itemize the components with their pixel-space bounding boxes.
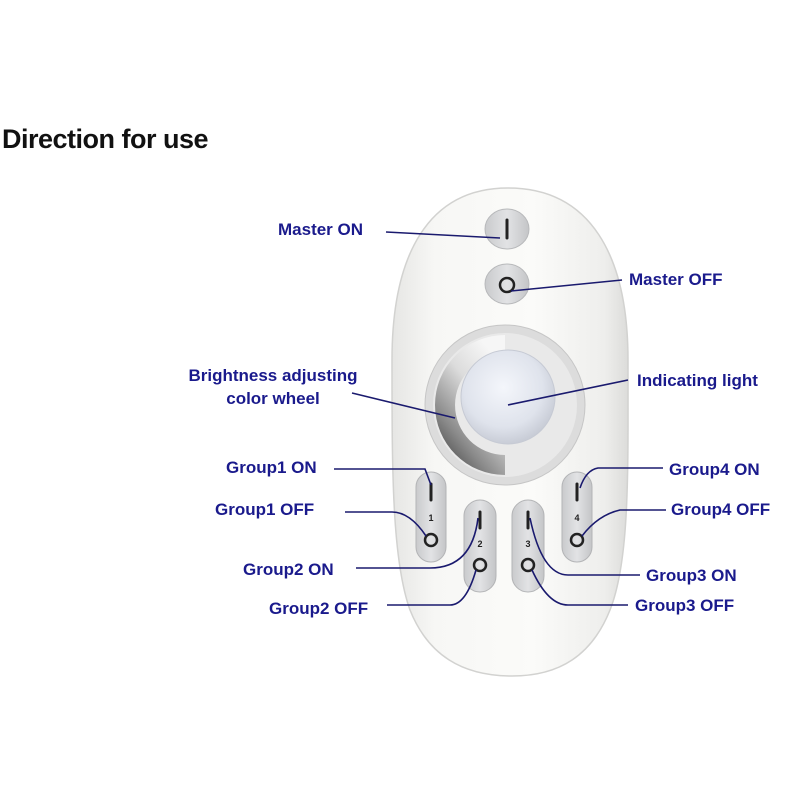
label-group3-on: Group3 ON <box>646 566 737 585</box>
label-brightness: Brightness adjusting color wheel <box>168 366 378 409</box>
label-group1-on: Group1 ON <box>226 458 317 477</box>
leader-brightness <box>351 392 456 419</box>
master-off-button[interactable] <box>484 263 530 305</box>
label-group2-off: Group2 OFF <box>269 599 369 618</box>
leader-group1-on <box>334 468 432 486</box>
leader-lines <box>334 231 666 606</box>
label-indicating-light: Indicating light <box>637 371 758 390</box>
leader-indicating <box>507 379 629 406</box>
label-brightness-line1: Brightness adjusting <box>188 366 358 385</box>
group-number-1: 1 <box>428 513 433 523</box>
group-number-4: 4 <box>574 513 579 523</box>
indicating-light <box>460 349 556 445</box>
label-group4-on: Group4 ON <box>669 460 760 479</box>
label-group1-off: Group1 OFF <box>215 500 315 519</box>
label-master-off: Master OFF <box>629 270 723 289</box>
label-master-on: Master ON <box>278 220 364 239</box>
label-brightness-line2: color wheel <box>226 389 320 408</box>
leader-group2-off <box>387 569 477 606</box>
group3-button[interactable] <box>511 499 545 593</box>
power-off-icon <box>498 276 516 294</box>
page-title: Direction for use <box>2 124 209 154</box>
label-group2-on: Group2 ON <box>243 560 334 579</box>
group2-button[interactable] <box>463 499 497 593</box>
leader-group2-on <box>356 517 479 569</box>
brightness-gradient-arc <box>435 335 505 475</box>
leader-master-off <box>510 279 623 292</box>
leader-master-on <box>385 231 501 239</box>
group-number-2: 2 <box>477 539 482 549</box>
leader-group4-on <box>579 467 663 489</box>
label-group3-off: Group3 OFF <box>635 596 735 615</box>
leader-group1-off <box>345 511 427 537</box>
group-number-3: 3 <box>525 539 530 549</box>
label-group4-off: Group4 OFF <box>671 500 771 519</box>
leader-group3-on <box>529 517 640 576</box>
group4-button[interactable] <box>561 471 593 563</box>
leader-group4-off <box>581 509 666 537</box>
group1-button[interactable] <box>415 471 447 563</box>
leader-group3-off <box>531 569 628 606</box>
